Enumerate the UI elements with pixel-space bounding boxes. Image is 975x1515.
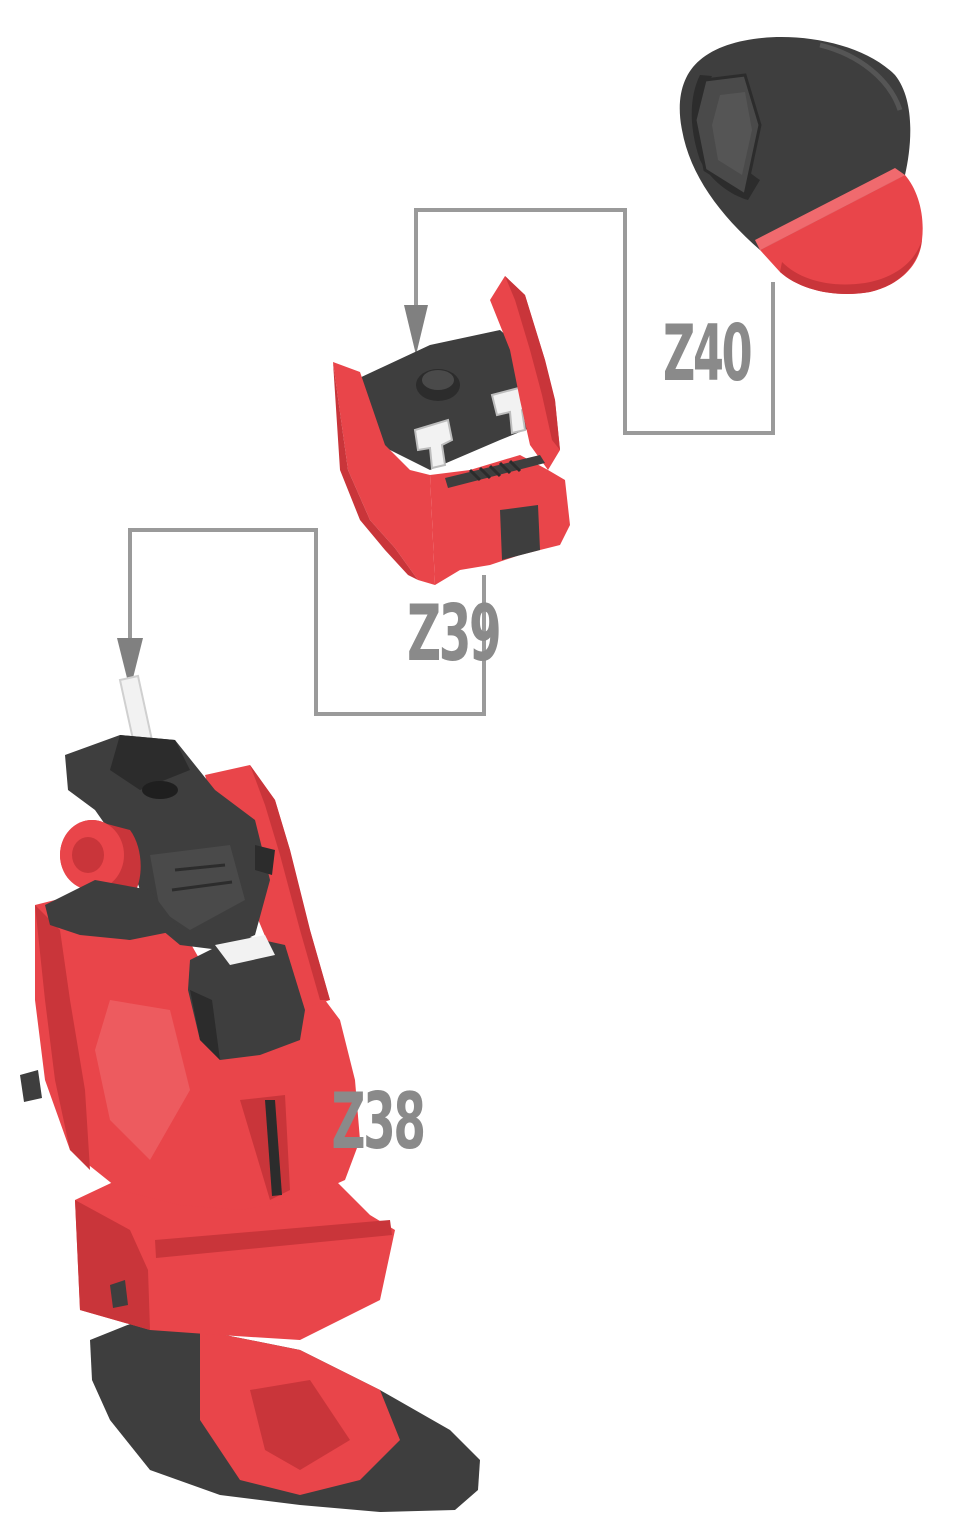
part-label-z40: Z40 <box>663 309 751 399</box>
part-label-z39: Z39 <box>407 589 499 679</box>
part-label-z38: Z38 <box>331 1077 423 1167</box>
arrow-icon <box>404 305 428 355</box>
part-z39-chest-block <box>333 276 570 585</box>
part-z40-shoulder-cap <box>680 37 923 294</box>
